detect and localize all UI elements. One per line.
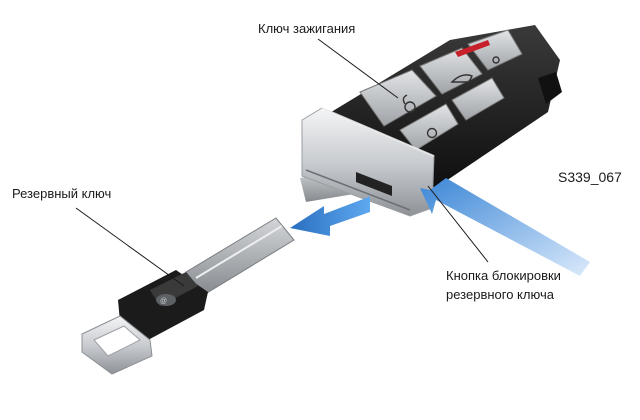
label-spare-key: Резервный ключ [12,186,112,201]
unlock-icon [402,94,416,113]
ignition-key-fob [301,25,562,217]
label-release-button: Кнопка блокировки резервного ключа [446,266,561,304]
label-ignition-key: Ключ зажигания [258,21,356,36]
panic-button-accent [455,40,490,57]
leader-ignition-key [317,38,399,99]
svg-text:@: @ [160,298,167,305]
release-button-arrow [420,178,590,276]
figure-code: S339_067 [558,169,622,185]
label-release-button-line2: резервного ключа [446,287,554,302]
leader-release-button [427,185,489,263]
label-release-button-line1: Кнопка блокировки [446,268,561,283]
lock-icon [426,127,438,139]
extract-direction-arrow [290,196,370,236]
leader-spare-key [75,207,185,287]
panic-icon [492,56,500,64]
spare-key: @ [81,217,295,375]
trunk-icon [450,74,473,83]
